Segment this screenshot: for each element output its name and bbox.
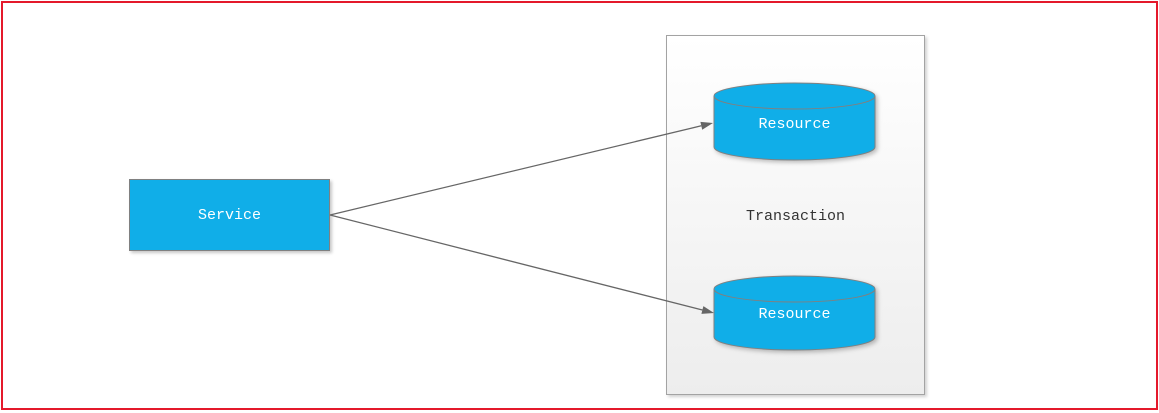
service-node: Service [129,179,330,251]
service-label: Service [197,206,261,224]
transaction-label: Transaction [745,208,846,225]
transaction-container: Transaction [666,35,925,395]
